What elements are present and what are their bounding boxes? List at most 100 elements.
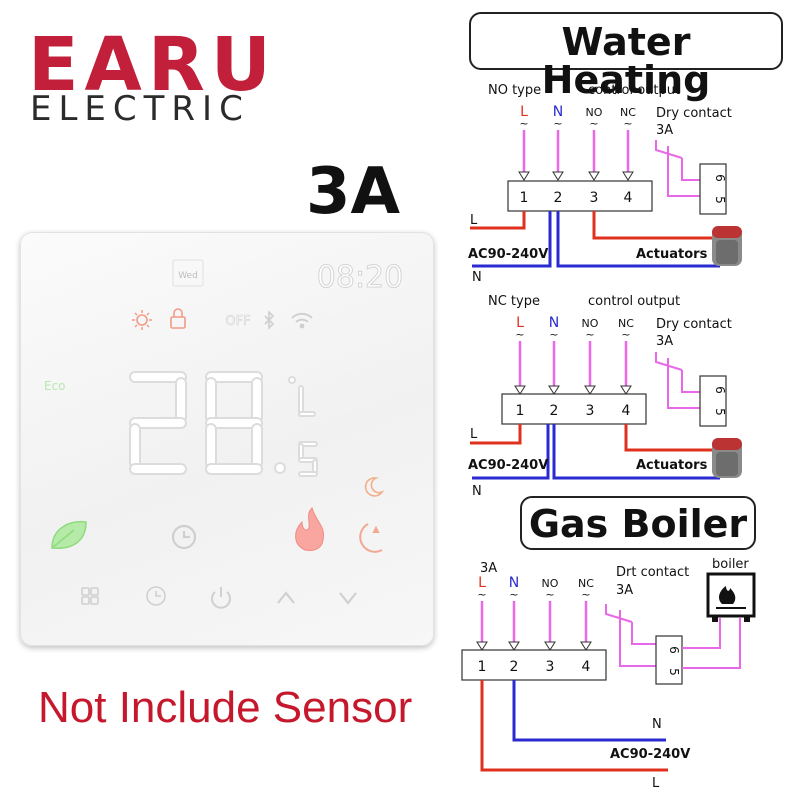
svg-text:Dry contact: Dry contact (656, 317, 732, 332)
control-output-label: control output (588, 83, 680, 98)
temperature-display (129, 371, 318, 477)
no-type-diagram: NO type control output L N NO NC ~ ~ ~ ~… (468, 83, 742, 285)
svg-text:L: L (516, 315, 524, 331)
footer-note: Not Include Sensor (38, 683, 413, 732)
water-heating-title: Water Heating (469, 12, 783, 99)
terminal-n-label: N (553, 104, 563, 120)
svg-text:control output: control output (588, 294, 680, 309)
svg-text:3: 3 (586, 403, 595, 419)
svg-text:AC90-240V: AC90-240V (610, 747, 690, 762)
terminal-no-label: NO (586, 106, 603, 119)
rating-label: 3A (306, 155, 401, 229)
svg-text:2: 2 (510, 659, 519, 675)
power-button[interactable] (211, 587, 231, 609)
actuator-icon (712, 438, 742, 478)
moon-small-icon (364, 477, 385, 497)
gas-boiler-title: Gas Boiler (520, 496, 756, 550)
svg-text:N: N (652, 717, 662, 732)
svg-text:~: ~ (623, 117, 632, 130)
svg-text:4: 4 (624, 190, 633, 206)
brand-subtitle: ELECTRIC (30, 89, 250, 129)
night-mode-icon (359, 523, 383, 553)
svg-text:L: L (470, 427, 478, 442)
actuators-label: Actuators (636, 247, 708, 262)
svg-text:~: ~ (509, 588, 518, 601)
schedule-button[interactable] (146, 586, 166, 606)
svg-text:~: ~ (515, 328, 524, 341)
terminal-block (507, 180, 653, 212)
svg-text:~: ~ (621, 328, 630, 341)
up-button[interactable] (277, 591, 295, 604)
svg-text:N: N (509, 575, 519, 591)
off-label: OFF (225, 314, 250, 329)
terminal-l-label: L (520, 104, 528, 120)
brand-logo: EARU (28, 22, 277, 108)
day-label: Wed (178, 271, 198, 281)
drt-contact-label: Drt contact (616, 565, 689, 580)
sun-icon (132, 310, 152, 330)
svg-text:4: 4 (622, 403, 631, 419)
svg-text:N: N (472, 484, 482, 499)
menu-button[interactable] (81, 587, 99, 605)
svg-text:5: 5 (713, 408, 727, 416)
boiler-icon (706, 572, 756, 622)
down-button[interactable] (339, 592, 357, 605)
clock-display: 08:20 (317, 260, 403, 295)
boiler-label: boiler (712, 557, 749, 572)
nc-type-label: NC type (488, 294, 540, 309)
svg-text:6: 6 (667, 646, 681, 654)
bluetooth-icon (264, 310, 275, 330)
svg-text:1: 1 (520, 190, 529, 206)
dry-contact-amp: 3A (656, 123, 673, 138)
svg-text:L: L (652, 776, 660, 791)
svg-text:N: N (549, 315, 559, 331)
svg-text:2: 2 (554, 190, 563, 206)
wifi-icon (291, 312, 313, 329)
svg-text:~: ~ (477, 588, 486, 601)
svg-text:~: ~ (585, 328, 594, 341)
svg-text:6: 6 (713, 174, 727, 182)
no-type-label: NO type (488, 83, 541, 98)
svg-text:L: L (470, 213, 478, 228)
svg-text:~: ~ (545, 588, 554, 601)
dry-contact-label: Dry contact (656, 106, 732, 121)
svg-text:6: 6 (713, 386, 727, 394)
svg-text:3: 3 (546, 659, 555, 675)
voltage-label: AC90-240V (468, 247, 548, 262)
nc-type-diagram: NC type control output L N NO NC ~ ~ ~ ~… (468, 294, 742, 499)
lock-icon (170, 308, 186, 329)
svg-text:3A: 3A (616, 583, 633, 598)
leaf-icon (51, 520, 87, 549)
svg-text:~: ~ (553, 117, 562, 130)
svg-text:NO: NO (582, 317, 599, 330)
eco-label: Eco (44, 379, 66, 393)
svg-text:2: 2 (550, 403, 559, 419)
svg-text:~: ~ (549, 328, 558, 341)
boiler-amp-label: 3A (480, 561, 497, 576)
svg-text:3: 3 (590, 190, 599, 206)
relay-block (699, 163, 727, 215)
svg-text:N: N (472, 270, 482, 285)
gas-boiler-diagram: 3A L N NO NC ~ ~ ~ ~ Drt contact 3A boil… (461, 557, 756, 791)
thermostat-panel: Wed 08:20 OFF Eco (20, 232, 434, 646)
terminal-nc-label: NC (620, 106, 636, 119)
svg-text:3A: 3A (656, 334, 673, 349)
svg-text:5: 5 (667, 668, 681, 676)
svg-text:AC90-240V: AC90-240V (468, 458, 548, 473)
svg-text:L: L (478, 575, 486, 591)
clock-icon (171, 524, 197, 550)
svg-text:1: 1 (478, 659, 487, 675)
thermostat-face: Wed 08:20 OFF Eco (44, 259, 404, 609)
svg-text:4: 4 (582, 659, 591, 675)
svg-text:~: ~ (519, 117, 528, 130)
svg-text:5: 5 (713, 196, 727, 204)
svg-text:1: 1 (516, 403, 525, 419)
actuator-icon (712, 226, 742, 266)
svg-text:~: ~ (589, 117, 598, 130)
svg-text:NO: NO (542, 577, 559, 590)
svg-text:Actuators: Actuators (636, 458, 708, 473)
svg-text:NC: NC (618, 317, 634, 330)
svg-text:NC: NC (578, 577, 594, 590)
flame-icon (295, 507, 325, 551)
